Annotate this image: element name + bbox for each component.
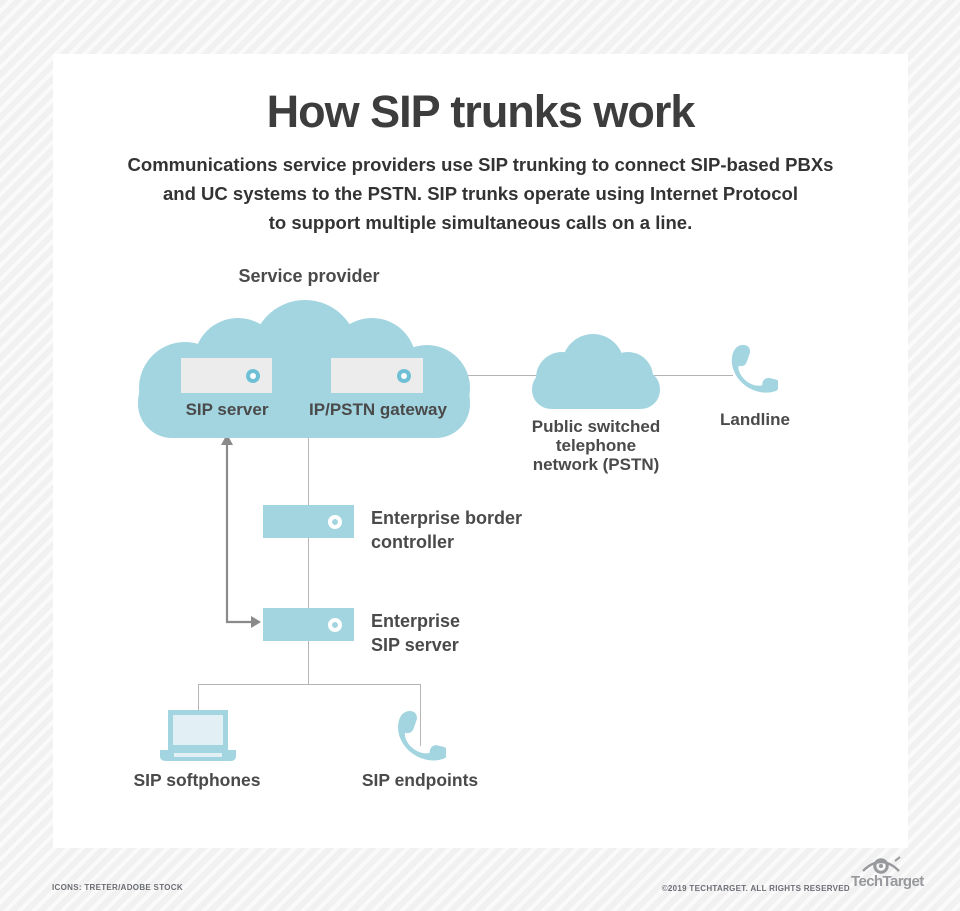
subtitle-line-1: Communications service providers use SIP… (127, 154, 834, 175)
techtarget-eye-icon (862, 856, 901, 874)
enterprise-sip-server-label: Enterprise SIP server (371, 611, 461, 655)
pstn-cloud-icon (532, 334, 660, 409)
server-indicator-dot (328, 514, 342, 529)
techtarget-logo: TechTarget (851, 856, 924, 890)
connector-gateway-down (308, 436, 309, 684)
server-indicator-dot (328, 617, 342, 632)
sip-endpoints-phone-icon (398, 710, 446, 761)
ip-pstn-gateway-icon (331, 358, 423, 393)
server-indicator-dot (246, 368, 260, 383)
sip-signaling-arrow-icon (221, 434, 261, 628)
service-provider-label: Service provider (238, 266, 380, 286)
enterprise-border-controller-icon (263, 505, 354, 538)
enterprise-sip-server-icon (263, 608, 354, 641)
connector-branch-horizontal (198, 684, 420, 685)
page-title: How SIP trunks work (266, 86, 696, 137)
sip-endpoints-label: SIP endpoints (361, 770, 479, 790)
landline-label: Landline (720, 410, 790, 429)
sip-softphones-label: SIP softphones (133, 770, 261, 790)
content-card: How SIP trunks work Communications servi… (53, 54, 908, 848)
subtitle-line-3: to support multiple simultaneous calls o… (268, 212, 693, 233)
connector-branch-left (198, 684, 199, 711)
connector-branch-right (420, 684, 421, 746)
server-indicator-dot (397, 368, 411, 383)
sip-server-icon (181, 358, 272, 393)
enterprise-border-controller-label: Enterprise border controller (371, 508, 523, 552)
techtarget-wordmark: TechTarget (851, 873, 924, 890)
pstn-label: Public switched telephone network (PSTN) (531, 417, 661, 474)
laptop-icon (160, 710, 236, 761)
icons-credit-text: ICONS: TRETER/ADOBE STOCK (52, 883, 183, 892)
ip-pstn-gateway-label: IP/PSTN gateway (309, 400, 447, 419)
page-subtitle: Communications service providers use SIP… (53, 150, 908, 237)
landline-phone-icon (731, 344, 778, 393)
subtitle-line-2: and UC systems to the PSTN. SIP trunks o… (163, 183, 798, 204)
sip-server-label: SIP server (185, 400, 269, 419)
copyright-text: ©2019 TECHTARGET. ALL RIGHTS RESERVED (661, 884, 850, 893)
